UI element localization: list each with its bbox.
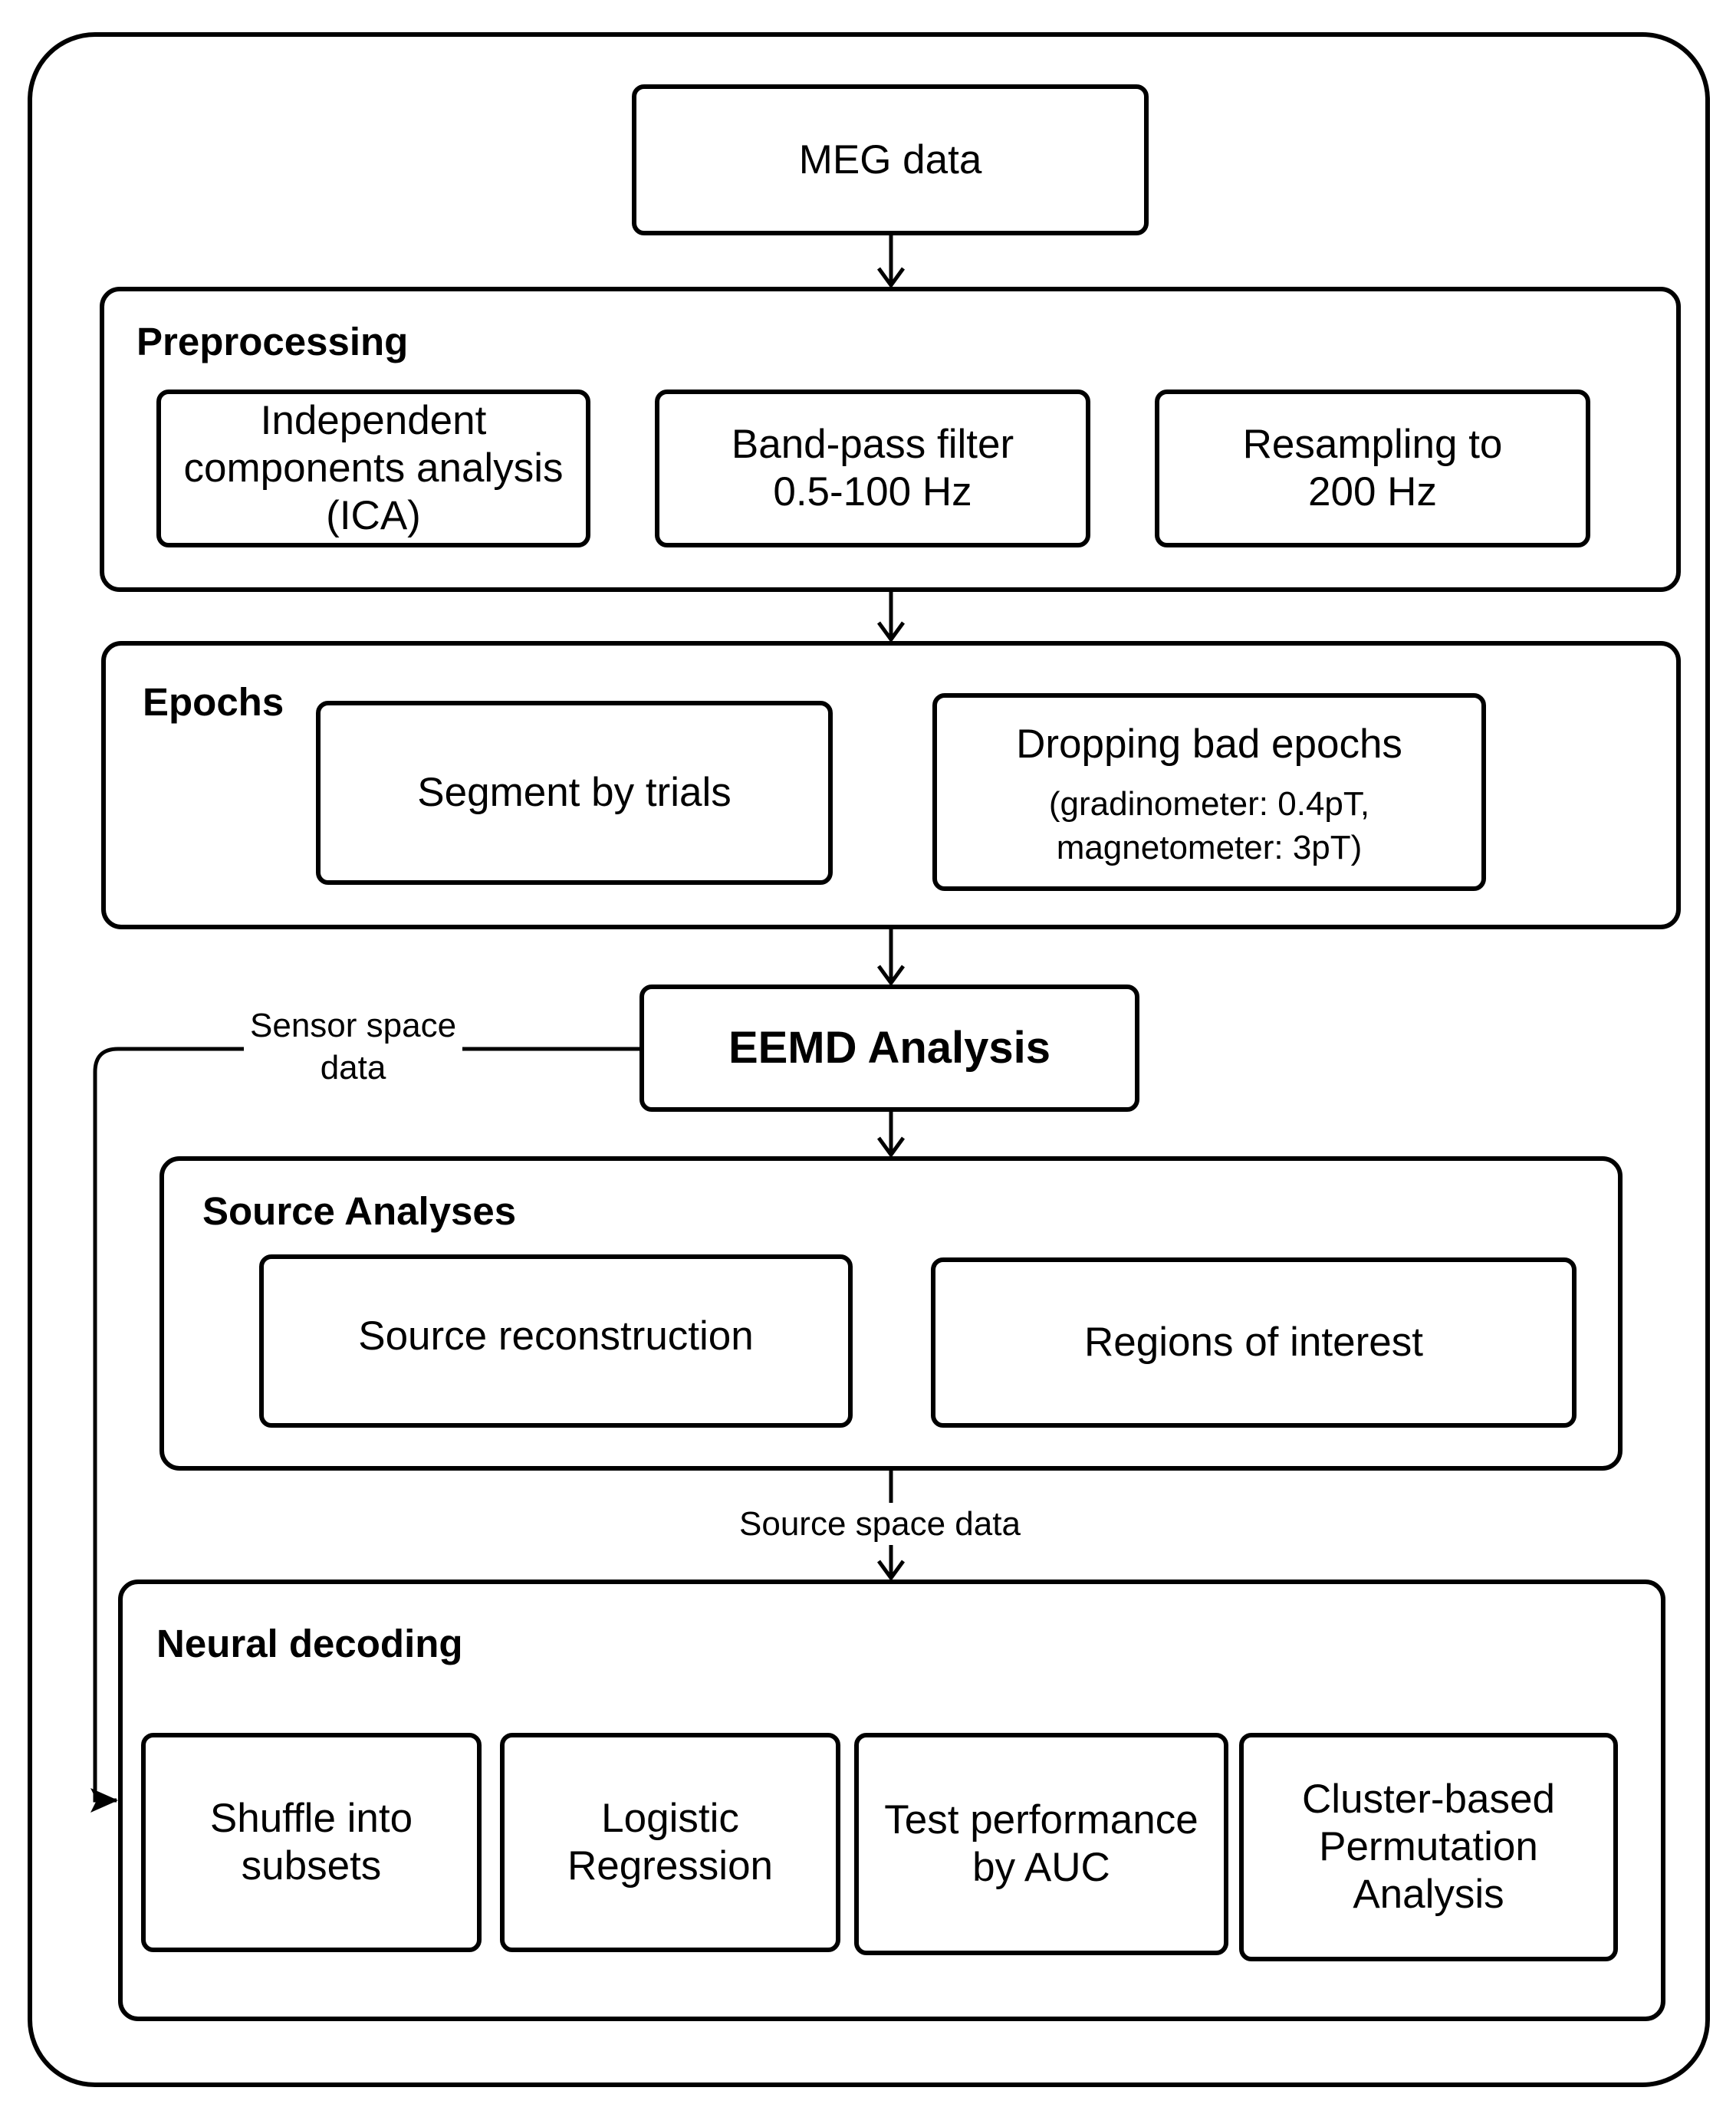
cluster-line-3: Analysis xyxy=(1353,1872,1504,1917)
arrowhead-3 xyxy=(876,965,906,987)
eemd-label: EEMD Analysis xyxy=(728,1023,1051,1073)
resampling-line-1: Resampling to xyxy=(1242,422,1503,467)
eemd-box: EEMD Analysis xyxy=(639,985,1139,1112)
arrowhead-4 xyxy=(876,1136,906,1159)
shuffle-line-2: subsets xyxy=(241,1843,382,1889)
dropping-title: Dropping bad epochs xyxy=(1016,722,1402,767)
source-analyses-title: Source Analyses xyxy=(202,1189,517,1233)
meg-data-box: MEG data xyxy=(632,84,1149,235)
arrowhead-1 xyxy=(876,267,906,289)
neural-decoding-group xyxy=(118,1580,1665,2021)
ica-box: Independent components analysis (ICA) xyxy=(156,390,590,547)
test-line-1: Test performance xyxy=(884,1797,1198,1843)
epochs-title: Epochs xyxy=(143,680,284,724)
regions-of-interest-label: Regions of interest xyxy=(1084,1320,1423,1365)
dropping-detail-1: (gradinometer: 0.4pT, xyxy=(1048,785,1370,823)
source-reconstruction-box: Source reconstruction xyxy=(259,1254,853,1428)
logistic-line-2: Regression xyxy=(567,1843,774,1889)
shuffle-line-1: Shuffle into xyxy=(209,1796,413,1841)
sensor-space-label: Sensor space data xyxy=(244,1004,463,1089)
ica-line-3: (ICA) xyxy=(326,493,421,538)
segment-box: Segment by trials xyxy=(316,701,833,885)
shuffle-box: Shuffle into subsets xyxy=(141,1733,482,1952)
resampling-line-2: 200 Hz xyxy=(1308,469,1437,514)
epochs-group xyxy=(101,641,1681,929)
arrowhead-2 xyxy=(876,621,906,643)
arrowhead-5 xyxy=(876,1560,906,1582)
bandpass-line-2: 0.5-100 Hz xyxy=(773,469,972,514)
resampling-box: Resampling to 200 Hz xyxy=(1155,390,1590,547)
source-analyses-group xyxy=(159,1156,1623,1471)
cluster-line-1: Cluster-based xyxy=(1302,1777,1555,1822)
sensor-arrowhead xyxy=(90,1788,118,1813)
logistic-line-1: Logistic xyxy=(601,1796,739,1841)
dropping-detail-2: magnetometer: 3pT) xyxy=(1056,829,1363,867)
ica-line-2: components analysis xyxy=(183,445,564,491)
neural-decoding-title: Neural decoding xyxy=(156,1622,463,1665)
preprocessing-group xyxy=(100,287,1681,592)
segment-label: Segment by trials xyxy=(417,770,732,815)
dropping-box: Dropping bad epochs (gradinometer: 0.4pT… xyxy=(932,693,1486,891)
regions-of-interest-box: Regions of interest xyxy=(931,1257,1577,1428)
cluster-box: Cluster-based Permutation Analysis xyxy=(1239,1733,1618,1961)
preprocessing-title: Preprocessing xyxy=(136,320,409,363)
ica-line-1: Independent xyxy=(260,398,487,443)
source-space-label: Source space data xyxy=(736,1503,1024,1545)
logistic-box: Logistic Regression xyxy=(500,1733,840,1952)
sensor-label-line-2: data xyxy=(320,1049,386,1086)
source-reconstruction-label: Source reconstruction xyxy=(358,1313,754,1359)
outer-frame xyxy=(28,32,1710,2087)
test-performance-box: Test performance by AUC xyxy=(854,1733,1228,1955)
bandpass-line-1: Band-pass filter xyxy=(731,422,1014,467)
bandpass-box: Band-pass filter 0.5-100 Hz xyxy=(655,390,1090,547)
sensor-space-path xyxy=(93,1047,641,1803)
meg-data-label: MEG data xyxy=(798,136,982,182)
test-line-2: by AUC xyxy=(972,1845,1110,1890)
cluster-line-2: Permutation xyxy=(1319,1824,1538,1869)
sensor-label-line-1: Sensor space xyxy=(250,1007,457,1044)
